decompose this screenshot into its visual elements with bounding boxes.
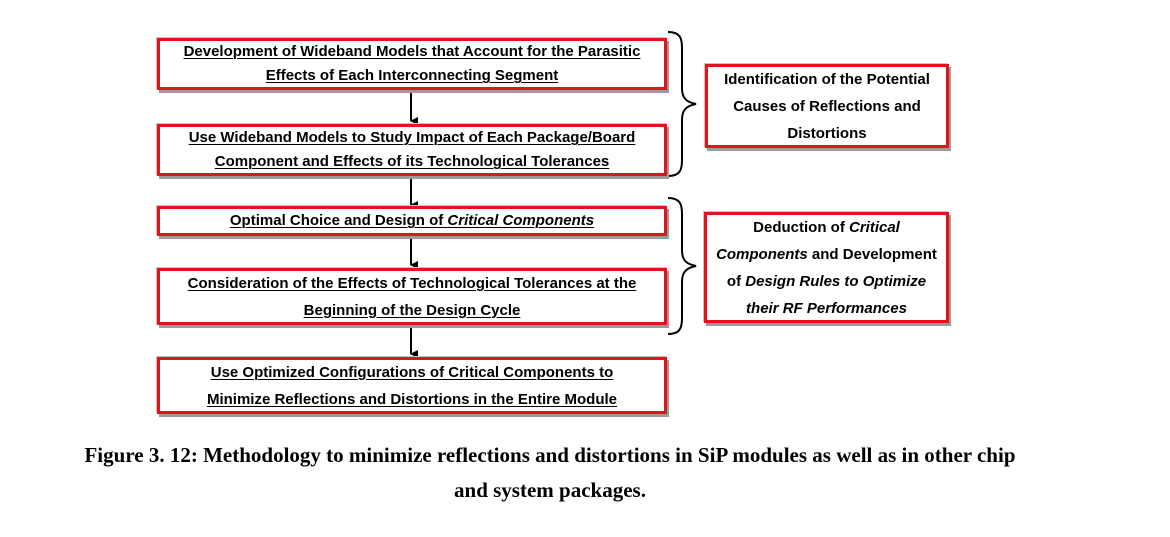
side-box-deduction-l3-prefix: of xyxy=(726,272,746,290)
side-box-deduction-line3: of Design Rules to Optimize xyxy=(716,268,937,295)
flow-box-tolerances-line1: Consideration of the Effects of Technolo… xyxy=(187,274,637,292)
flow-box-tolerances-line2: Beginning of the Design Cycle xyxy=(303,301,521,319)
figure-caption-line2: and system packages. xyxy=(454,478,646,502)
figure-caption-line1: Figure 3. 12: Methodology to minimize re… xyxy=(84,443,1016,467)
brace-bottom xyxy=(667,197,697,335)
flow-box-optimal-choice: Optimal Choice and Design of Critical Co… xyxy=(157,206,667,236)
flow-box-optimized-configurations-line1: Use Optimized Configurations of Critical… xyxy=(210,363,614,381)
side-box-deduction-l2-suffix: and Development xyxy=(807,245,937,263)
side-box-deduction-l4-emph: their RF Performances xyxy=(746,299,907,317)
flow-box-optimal-choice-line: Optimal Choice and Design of Critical Co… xyxy=(230,209,594,233)
side-box-deduction-l1-emph: Critical xyxy=(848,218,900,236)
side-box-deduction: Deduction of Critical Components and Dev… xyxy=(704,212,949,323)
side-box-identification-line3: Distortions xyxy=(787,124,867,142)
flow-box-wideband-models-line1: Development of Wideband Models that Acco… xyxy=(183,43,641,60)
flow-box-study-impact-line1: Use Wideband Models to Study Impact of E… xyxy=(188,129,636,146)
side-box-deduction-l3-emph: Design Rules to Optimize xyxy=(745,272,927,290)
flow-box-optimal-choice-emph: Critical Components xyxy=(447,212,595,229)
flow-box-optimized-configurations-line2: Minimize Reflections and Distortions in … xyxy=(206,390,618,408)
flow-box-tolerances: Consideration of the Effects of Technolo… xyxy=(157,268,667,325)
flow-box-wideband-models: Development of Wideband Models that Acco… xyxy=(157,38,667,90)
figure-caption: Figure 3. 12: Methodology to minimize re… xyxy=(20,438,1080,508)
flow-box-study-impact: Use Wideband Models to Study Impact of E… xyxy=(157,124,667,176)
brace-top xyxy=(667,31,697,177)
flow-box-study-impact-line2: Component and Effects of its Technologic… xyxy=(214,153,610,170)
flow-box-optimal-choice-prefix: Optimal Choice and Design of xyxy=(229,212,448,229)
side-box-deduction-line2: Components and Development xyxy=(716,241,937,268)
side-box-identification: Identification of the Potential Causes o… xyxy=(705,64,949,148)
side-box-deduction-line4: their RF Performances xyxy=(716,295,937,322)
side-box-identification-line2: Causes of Reflections and xyxy=(733,97,921,115)
flow-box-wideband-models-line2: Effects of Each Interconnecting Segment xyxy=(265,67,559,84)
flow-box-optimized-configurations: Use Optimized Configurations of Critical… xyxy=(157,357,667,414)
side-box-deduction-l2-emph: Components xyxy=(716,245,808,263)
side-box-deduction-line1: Deduction of Critical xyxy=(716,214,937,241)
side-box-deduction-l1-prefix: Deduction of xyxy=(753,218,849,236)
side-box-identification-line1: Identification of the Potential xyxy=(724,70,930,88)
